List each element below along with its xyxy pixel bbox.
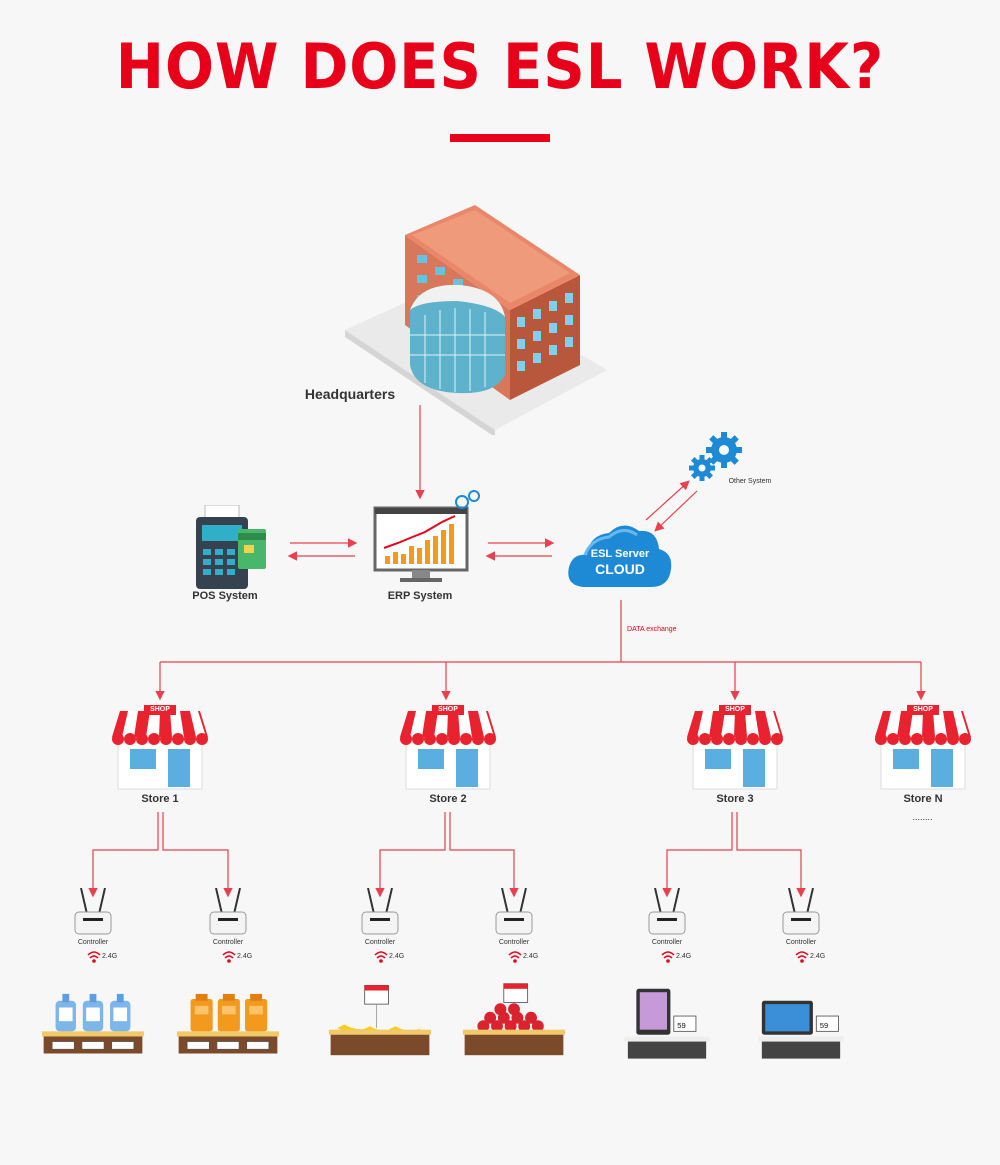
controller-icon <box>209 888 247 935</box>
frequency-label: 2.4G <box>389 953 405 960</box>
shop-sign: SHOP <box>913 706 933 713</box>
store-label: Store 2 <box>429 793 467 805</box>
cloud-label-line2: CLOUD <box>595 561 645 577</box>
frequency-label: 2.4G <box>676 953 692 960</box>
controller-icon <box>74 888 112 935</box>
apples-display-icon <box>462 983 566 1056</box>
bananas-display-icon <box>328 984 432 1056</box>
controller-label: Controller <box>364 939 396 946</box>
controller-label: Controller <box>212 939 244 946</box>
data-exchange-label: DATA exchange <box>627 626 677 633</box>
controller-icon <box>648 888 686 935</box>
orange-bottles-display-icon <box>176 993 280 1054</box>
controller-label: Controller <box>785 939 817 946</box>
other-system-label: Other System <box>728 478 772 485</box>
headquarters-building-icon <box>345 205 607 435</box>
erp-system-label: ERP System <box>387 590 453 602</box>
frequency-label: 2.4G <box>523 953 539 960</box>
wireless-signal-icon <box>661 951 675 963</box>
pos-terminal-icon <box>196 505 266 589</box>
shop-icon <box>112 705 208 790</box>
controller-icon <box>361 888 399 935</box>
frequency-label: 2.4G <box>810 953 826 960</box>
headquarters-label: Headquarters <box>304 386 396 402</box>
tablet-display-icon: 59 <box>624 988 710 1059</box>
gears-icon <box>689 432 742 481</box>
svg-text:59: 59 <box>677 1021 686 1030</box>
store-4: SHOP <box>873 705 973 790</box>
wireless-signal-icon <box>222 951 236 963</box>
frequency-label: 2.4G <box>102 953 118 960</box>
store-label: Store 3 <box>716 793 754 805</box>
detergent-bottles-display-icon <box>41 993 145 1054</box>
shop-icon <box>875 705 971 790</box>
page-title: HOW DOES ESL WORK? <box>115 30 885 103</box>
controller-label: Controller <box>498 939 530 946</box>
wireless-signal-icon <box>87 951 101 963</box>
controller-label: Controller <box>651 939 683 946</box>
cloud-label-line1: ESL Server <box>590 548 650 560</box>
title-underline <box>450 134 550 142</box>
store-label: Store 1 <box>141 793 179 805</box>
wireless-signal-icon <box>795 951 809 963</box>
wireless-signal-icon <box>374 951 388 963</box>
store-3: SHOP <box>685 705 785 790</box>
svg-text:59: 59 <box>820 1021 829 1030</box>
store-1: SHOP <box>110 705 210 790</box>
frequency-label: 2.4G <box>237 953 253 960</box>
pos-system-label: POS System <box>192 590 258 602</box>
controller-icon <box>495 888 533 935</box>
shop-icon <box>400 705 496 790</box>
shop-sign: SHOP <box>725 706 745 713</box>
erp-monitor-icon <box>373 490 480 582</box>
controller-icon <box>782 888 820 935</box>
store-2: SHOP <box>398 705 498 790</box>
shop-icon <box>687 705 783 790</box>
store-label: Store N <box>903 793 943 805</box>
shop-sign: SHOP <box>438 706 458 713</box>
monitor-display-icon: 59 <box>758 1000 844 1059</box>
cloud-icon <box>568 525 672 587</box>
wireless-signal-icon <box>508 951 522 963</box>
controller-label: Controller <box>77 939 109 946</box>
shop-sign: SHOP <box>150 706 170 713</box>
store-n-ellipsis: ........ <box>912 812 933 822</box>
